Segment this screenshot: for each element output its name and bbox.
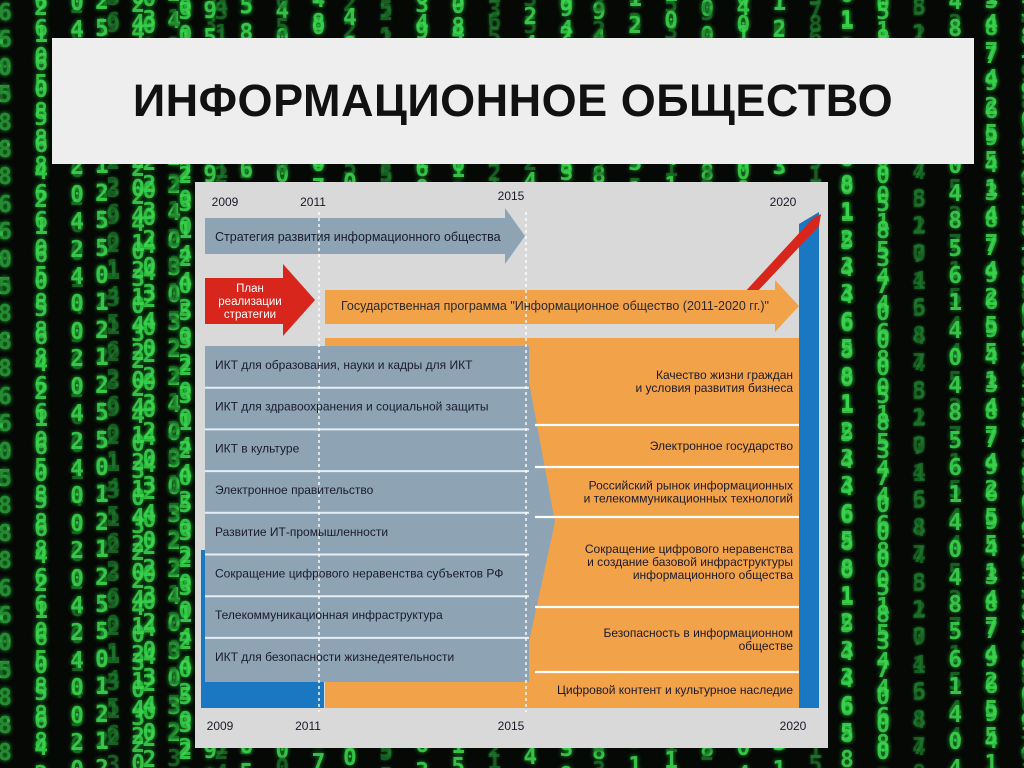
years-top: 2009 2011 2015 2020 bbox=[212, 189, 797, 209]
right-item-label: Российский рынок информационных bbox=[589, 479, 793, 493]
matrix-column: 6 6 0 5 8 8 8 6 6 0 5 8 8 8 6 6 0 5 8 8 … bbox=[0, 0, 18, 766]
year-top-label: 2020 bbox=[770, 195, 797, 209]
plan-label-line: План bbox=[236, 283, 264, 295]
matrix-column: 3 8 7 9 6 9 4 3 8 7 9 6 9 4 3 8 7 9 6 9 … bbox=[984, 0, 1005, 754]
right-item-label: Сокращение цифрового неравенства bbox=[585, 542, 793, 556]
matrix-column: 2 6 0 1 4 5 6 2 6 0 1 4 5 6 2 6 0 1 4 5 … bbox=[106, 0, 127, 748]
left-item-label: Электронное правительство bbox=[215, 483, 374, 497]
year-bottom-label: 2020 bbox=[780, 719, 807, 733]
title-banner: ИНФОРМАЦИОННОЕ ОБЩЕСТВО bbox=[52, 38, 974, 164]
years-bottom: 2009 2011 2015 2020 bbox=[207, 719, 807, 733]
year-bottom-label: 2015 bbox=[498, 719, 525, 733]
matrix-column: 6 5 8 0 8 6 8 6 5 8 0 8 6 8 6 5 8 0 8 6 … bbox=[0, 0, 18, 768]
strategy-label: Стратегия развития информационного общес… bbox=[215, 230, 501, 244]
right-item-label: Безопасность в информационном bbox=[604, 626, 794, 640]
right-item-label: и телекоммуникационных технологий bbox=[584, 492, 793, 506]
left-item-label: Сокращение цифрового неравенства субъект… bbox=[215, 567, 503, 581]
year-bottom-label: 2011 bbox=[295, 719, 321, 733]
left-item-label: Развитие ИТ-промышленности bbox=[215, 525, 388, 539]
strategy-arrow bbox=[205, 208, 525, 264]
right-row-separators bbox=[535, 423, 799, 674]
year-bottom-label: 2009 bbox=[207, 719, 234, 733]
year-top-label: 2011 bbox=[300, 195, 326, 209]
matrix-column: 1 4 7 4 2 5 5 1 4 7 4 2 5 5 1 4 7 4 2 5 … bbox=[984, 0, 1005, 768]
plan-label-line: стратегии bbox=[224, 309, 276, 321]
left-items: ИКТ для образования, науки и кадры для И… bbox=[215, 358, 503, 664]
left-item-label: Телекоммуникационная инфраструктура bbox=[215, 608, 443, 622]
right-item-label: Электронное государство bbox=[650, 439, 794, 453]
red-trend-arrow bbox=[743, 214, 821, 294]
matrix-column: 9 4 7 9 8 6 3 9 4 7 9 8 6 3 9 4 7 9 8 6 … bbox=[1020, 0, 1024, 768]
blue-band-right bbox=[799, 212, 819, 708]
year-top-label: 2015 bbox=[498, 189, 525, 203]
matrix-column: 0 0 4 4 2 0 2 0 0 4 4 2 0 2 0 0 4 4 2 0 … bbox=[142, 0, 163, 752]
matrix-column: 6 6 0 5 8 8 8 6 6 0 5 8 8 8 6 6 0 5 8 8 … bbox=[34, 0, 54, 755]
matrix-column: 3 8 7 9 6 9 4 3 8 7 9 6 9 4 3 8 7 9 6 9 … bbox=[1020, 0, 1024, 764]
left-row-separators bbox=[205, 386, 529, 639]
right-item-label: Цифровой контент и культурное наследие bbox=[557, 683, 793, 697]
year-guide-lines bbox=[318, 212, 527, 712]
year-top-label: 2009 bbox=[212, 195, 239, 209]
left-item-label: ИКТ в культуре bbox=[215, 441, 300, 455]
plan-label-line: реализации bbox=[218, 296, 281, 308]
matrix-column: 4 8 5 6 1 4 0 4 8 5 6 1 4 0 4 8 5 6 1 4 … bbox=[948, 0, 969, 768]
matrix-column: 2 1 6 0 5 6 4 2 1 6 0 5 6 4 2 1 6 0 5 6 … bbox=[34, 0, 54, 768]
right-item-label: Качество жизни граждан bbox=[656, 368, 793, 382]
matrix-column: 2 5 5 0 1 2 1 2 5 5 0 1 2 1 2 5 5 0 1 2 … bbox=[95, 0, 115, 768]
right-item-label: информационного общества bbox=[633, 568, 793, 582]
right-item-label: и создание базовой инфраструктуры bbox=[587, 555, 793, 569]
plan-arrow bbox=[205, 264, 315, 336]
left-item-label: ИКТ для образования, науки и кадры для И… bbox=[215, 358, 473, 372]
page-title: ИНФОРМАЦИОННОЕ ОБЩЕСТВО bbox=[132, 75, 894, 126]
right-item-label: и условия развития бизнеса bbox=[636, 381, 794, 395]
ict-big-arrow bbox=[205, 346, 555, 682]
left-item-label: ИКТ для здравоохранения и социальной защ… bbox=[215, 400, 489, 414]
left-item-label: ИКТ для безопасности жизнедеятельности bbox=[215, 650, 454, 664]
right-item-label: обществе bbox=[739, 639, 794, 653]
program-label: Государственная программа "Информационно… bbox=[341, 299, 769, 313]
roadmap-svg: 2009 2011 2015 2020 2009 2011 2015 2020 Страте… bbox=[201, 189, 821, 733]
program-arrow bbox=[325, 280, 799, 332]
roadmap-diagram: 2009 2011 2015 2020 2009 2011 2015 2020 Страте… bbox=[195, 182, 828, 748]
